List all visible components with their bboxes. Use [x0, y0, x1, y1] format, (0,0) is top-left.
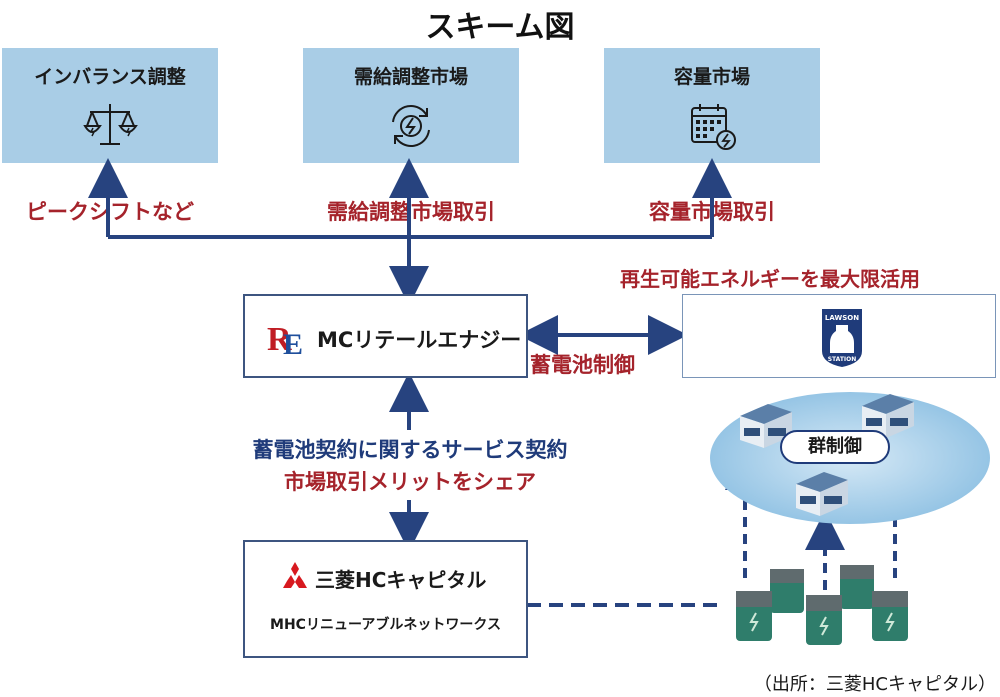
mc-retail-energy-box: R E MCリテールエナジー: [243, 294, 528, 378]
market-label: インバランス調整: [34, 66, 186, 88]
market-label: 需給調整市場: [353, 66, 468, 88]
re-logo-icon: R E: [267, 318, 309, 362]
calendar-lightning-icon: [684, 98, 740, 158]
lawson-top-text: LAWSON: [825, 314, 859, 322]
battery-group: [722, 555, 922, 655]
lawson-bottom-text: STATION: [828, 356, 857, 363]
store-icon: [790, 466, 854, 524]
scale-icon: [82, 98, 138, 158]
contract-line-2: 市場取引メリットをシェア: [284, 470, 536, 494]
svg-text:E: E: [283, 328, 303, 358]
three-diamonds-icon: [281, 562, 309, 592]
contract-line-1: 蓄電池契約に関するサービス契約: [252, 438, 568, 462]
market-label: 容量市場: [673, 66, 750, 88]
renewable-label: 再生可能エネルギーを最大限活用: [620, 267, 920, 291]
cycle-lightning-icon: [383, 98, 439, 158]
mhc-renewable-network: MHCリニューアブルネットワークス: [270, 617, 501, 633]
store-cluster: 群制御: [706, 378, 994, 538]
market-box-balancing: 需給調整市場: [303, 48, 519, 163]
battery-control-label: 蓄電池制御: [530, 353, 635, 377]
market-box-imbalance: インバランス調整: [2, 48, 218, 163]
mitsubishi-hc-box: 三菱HCキャピタル MHCリニューアブルネットワークス: [243, 540, 528, 658]
market-box-capacity: 容量市場: [604, 48, 820, 163]
lawson-logo-icon: LAWSON STATION: [820, 305, 864, 373]
battery-icon: [736, 565, 908, 645]
mitsubishi-name: 三菱HCキャピタル: [315, 568, 487, 592]
diagram-title: スキーム図: [425, 10, 575, 45]
svg-text:R: R: [267, 321, 292, 358]
source-note: （出所：三菱HCキャピタル）: [753, 674, 996, 695]
mc-retail-name: MCリテールエナジー: [317, 328, 522, 352]
group-control-badge: 群制御: [780, 430, 890, 464]
lawson-station-box: LAWSON STATION: [682, 294, 996, 378]
